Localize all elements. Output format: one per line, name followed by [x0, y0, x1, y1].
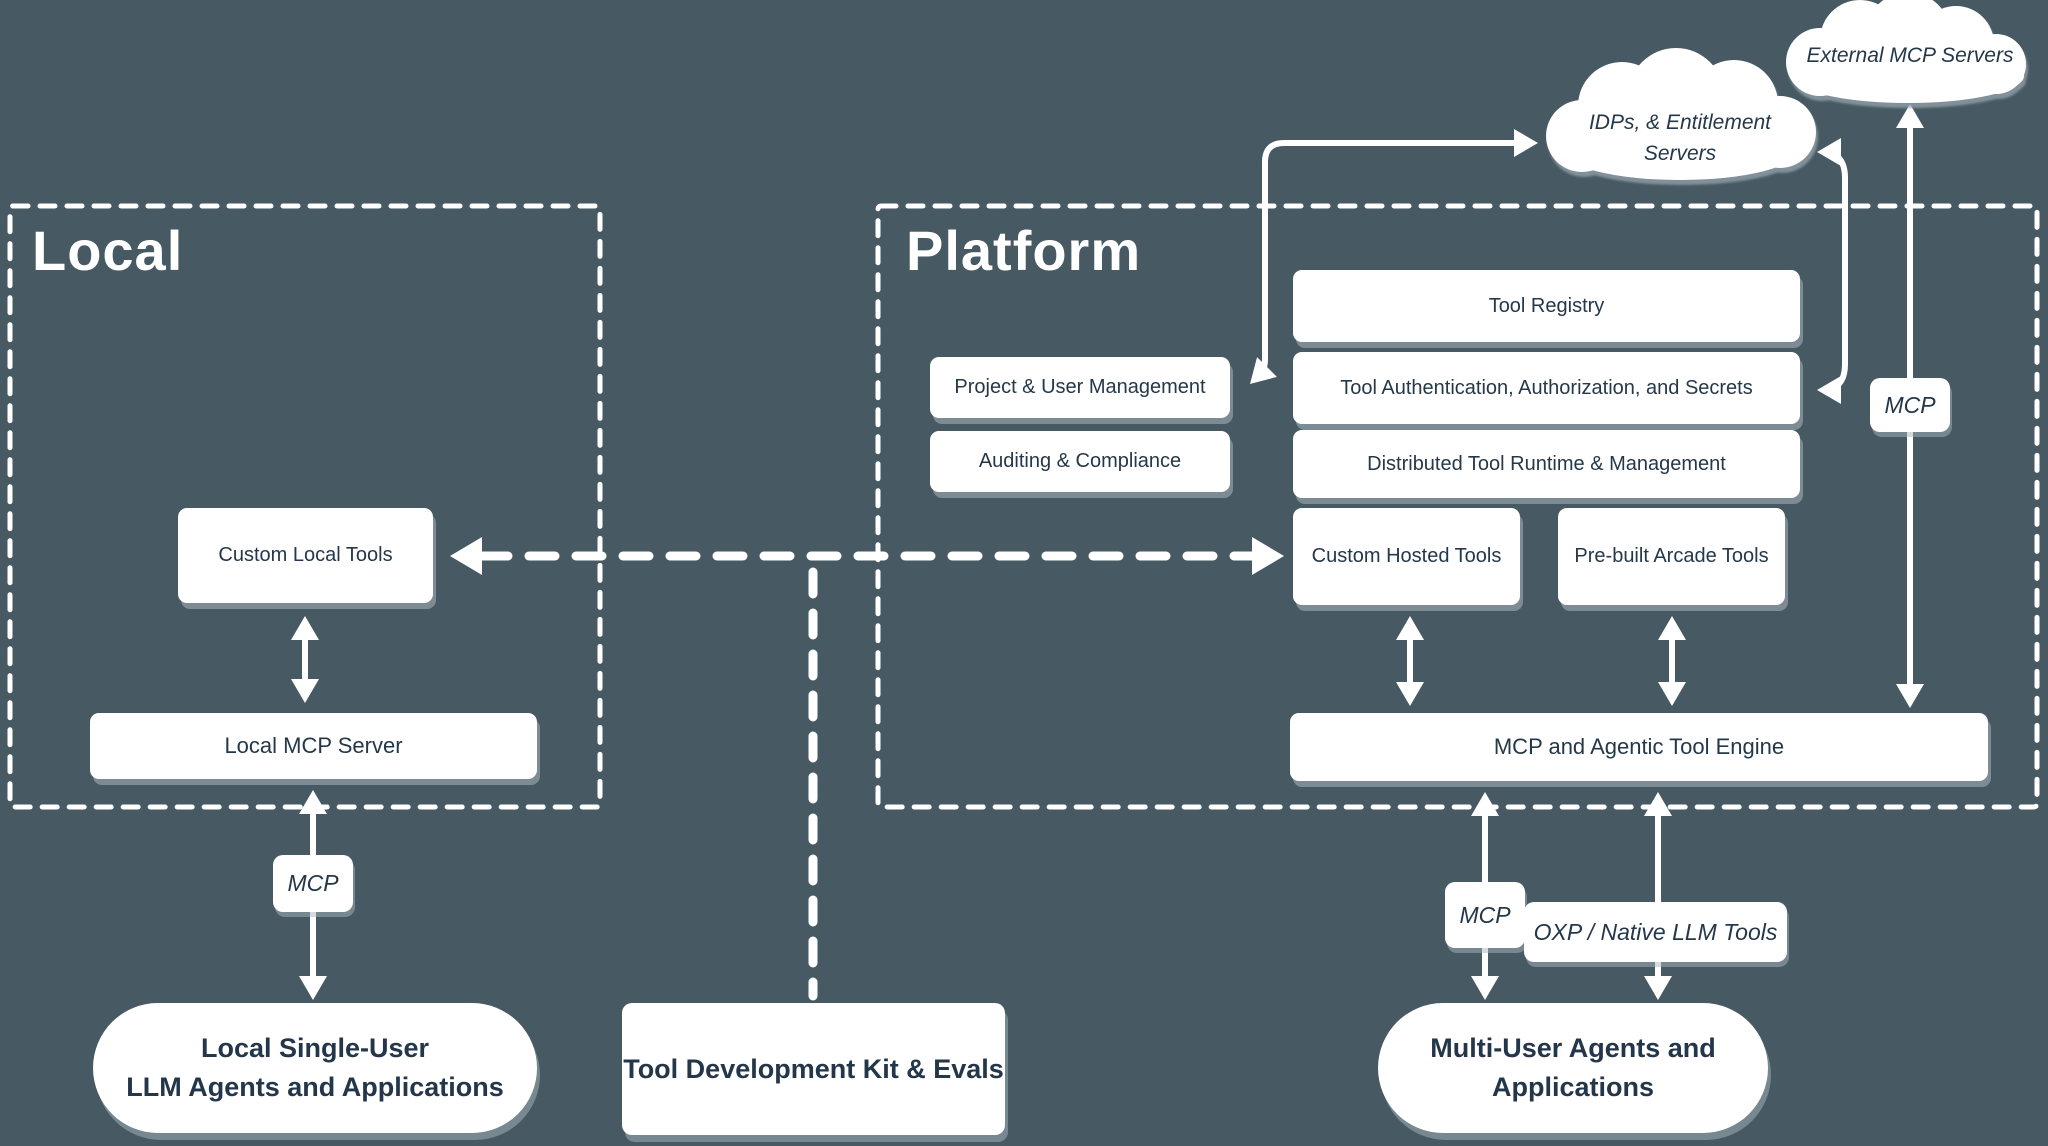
platform-region-label: Platform: [906, 219, 1142, 282]
arrow-idps-to-toolauth: [1817, 138, 1848, 404]
mcp-label-local: MCP: [273, 855, 353, 912]
local-region-label: Local: [32, 219, 184, 282]
arrow-customlocal-to-server: [291, 616, 319, 703]
idps-cloud: [1546, 48, 1816, 180]
arrow-project-to-idps: [1250, 129, 1538, 384]
tool-dev-kit-box: Tool Development Kit & Evals: [622, 1003, 1005, 1135]
arrow-customhosted-to-engine: [1396, 616, 1424, 706]
platform-region-border: [875, 203, 2040, 810]
project-user-management-box: Project & User Management: [930, 357, 1230, 418]
tool-registry-box: Tool Registry: [1293, 270, 1800, 342]
external-mcp-cloud: [1786, 0, 2026, 103]
local-agents-line1: Local Single-User: [200, 1032, 430, 1063]
local-agents-pill: Local Single-User LLM Agents and Applica…: [93, 1003, 537, 1133]
local-mcp-server-box: Local MCP Server: [90, 713, 537, 779]
mcp-label-external: MCP: [1870, 378, 1950, 432]
mcp-label-engine: MCP: [1445, 882, 1525, 948]
multi-user-agents-pill: Multi-User Agents and Applications: [1378, 1003, 1768, 1133]
idps-cloud-label: IDPs, & Entitlement Servers: [1588, 110, 1772, 166]
auditing-compliance-box: Auditing & Compliance: [930, 431, 1230, 492]
custom-local-tools-box: Custom Local Tools: [178, 508, 433, 603]
prebuilt-arcade-tools-box: Pre-built Arcade Tools: [1558, 508, 1785, 605]
mcp-agentic-engine-box: MCP and Agentic Tool Engine: [1290, 713, 1988, 781]
arrow-dashed-local-to-hosted: [450, 537, 1284, 575]
external-mcp-cloud-label: External MCP Servers: [1806, 44, 2014, 68]
arrow-prebuilt-to-engine: [1658, 616, 1686, 706]
tool-auth-box: Tool Authentication, Authorization, and …: [1293, 352, 1800, 424]
local-agents-line2: LLM Agents and Applications: [126, 1072, 504, 1102]
oxp-label: OXP / Native LLM Tools: [1524, 902, 1787, 962]
custom-hosted-tools-box: Custom Hosted Tools: [1293, 508, 1520, 605]
arrow-engine-to-multiuser-oxp: [1644, 792, 1672, 1000]
multi-user-agents-line1: Multi-User Agents and: [1430, 1032, 1716, 1063]
distributed-runtime-box: Distributed Tool Runtime & Management: [1293, 430, 1800, 498]
multi-user-agents-line2: Applications: [1491, 1072, 1654, 1102]
